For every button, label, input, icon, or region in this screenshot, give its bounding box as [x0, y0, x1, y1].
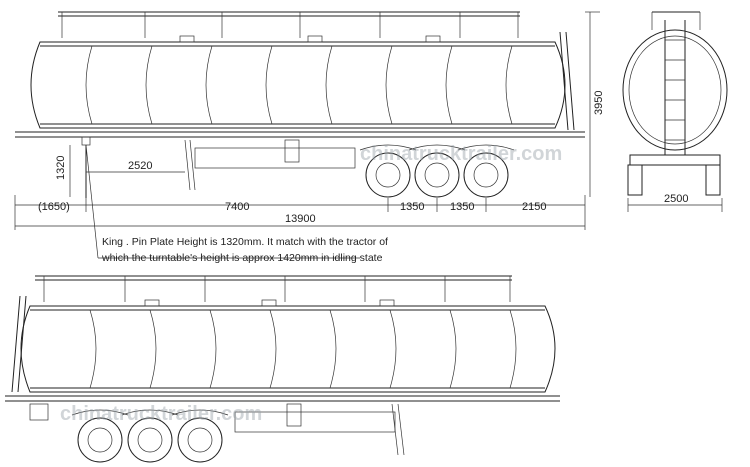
dimension-lines-top: 3950 1320 2520 (1650) 7400 1350 1350 215… [14, 11, 605, 230]
watermark-bottom: chinatrucktrailer.com [60, 403, 262, 425]
handrail-top [58, 11, 520, 38]
dim-king-pin-offset: 2520 [128, 160, 152, 172]
dim-rear-overhang: 2150 [522, 201, 546, 213]
dim-overall-width: 2500 [664, 193, 688, 205]
handrail-bottom [35, 275, 512, 302]
dim-front-overhang: (1650) [38, 201, 70, 213]
dim-wheelbase: 7400 [225, 201, 249, 213]
dim-king-pin-height: 1320 [55, 156, 67, 180]
dim-overall-length: 13900 [285, 213, 316, 225]
watermark-top: chinatrucktrailer.com [360, 143, 562, 165]
chassis-bottom [5, 395, 560, 456]
rear-view: 2500 [622, 11, 728, 212]
chassis-top [15, 131, 585, 191]
note-line-2: which the turntable's height is approx 1… [101, 252, 383, 264]
note-line-1: King . Pin Plate Height is 1320mm. It ma… [102, 236, 388, 248]
wheels-bottom [71, 409, 229, 463]
side-view-top: 3950 1320 2520 (1650) 7400 1350 1350 215… [14, 11, 605, 264]
dim-height-total: 3950 [593, 91, 605, 115]
side-view-bottom [5, 275, 560, 463]
wheels-top [359, 144, 515, 198]
dim-axle-spacing-2: 1350 [450, 201, 474, 213]
tank-body-bottom [11, 295, 556, 393]
note-leader-line [85, 144, 99, 259]
tank-body-top [30, 31, 575, 131]
dim-axle-spacing-1: 1350 [400, 201, 424, 213]
